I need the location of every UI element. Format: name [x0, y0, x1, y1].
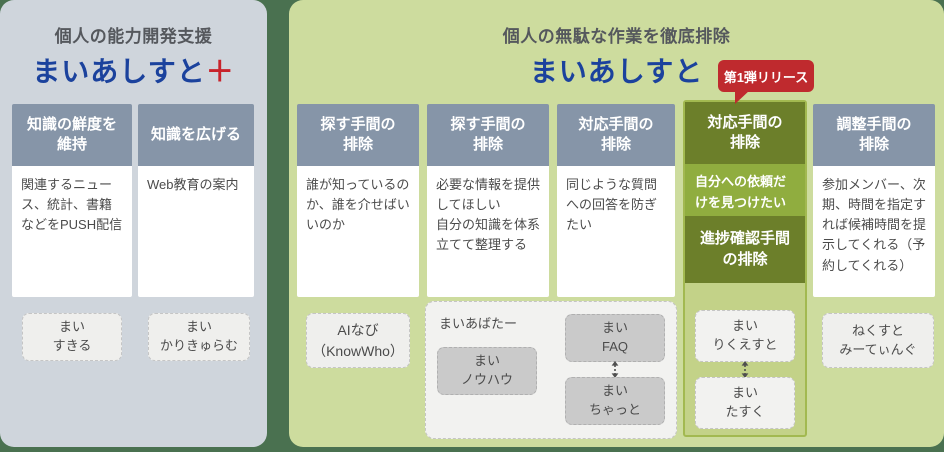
right-col3-header: 対応手間の 排除	[557, 104, 675, 166]
double-arrow-icon	[739, 361, 751, 378]
release-badge: 第1弾リリース	[718, 60, 814, 92]
product-chip-ainavi-knowwho: AIなび （KnowWho）	[306, 313, 410, 368]
product-chip-maifaq: まい FAQ	[565, 314, 665, 362]
right-col3-body: 同じような質問への回答を防ぎたい	[557, 166, 675, 297]
brand-text: まいあしすと	[32, 56, 206, 87]
left-col1-header: 知識の鮮度を 維持	[12, 104, 132, 166]
right-col2-body: 必要な情報を提供してほしい 自分の知識を体系立てて整理する	[427, 166, 549, 297]
left-panel-brand-title: まいあしすと＋	[0, 50, 267, 90]
left-col2-header: 知識を広げる	[138, 104, 254, 166]
product-chip-maiknowhow: まい ノウハウ	[437, 347, 537, 395]
brand-plus-mark: ＋	[205, 56, 235, 87]
product-chip-mairequest: まい りくえすと	[695, 310, 795, 362]
left-col2-body: Web教育の案内	[138, 166, 254, 297]
right-col4-highlight-band: 自分への依頼だけを見つけたい	[685, 164, 805, 216]
right-col5-header: 調整手間の 排除	[813, 104, 935, 166]
product-chip-maiskill: まい すきる	[22, 313, 122, 361]
right-col4-header: 対応手間の 排除	[685, 102, 805, 164]
right-col5-body: 参加メンバー、次期、時間を指定すれば候補時間を提示してくれる（予約してくれる）	[813, 166, 935, 297]
avatar-group-label: まいあばたー	[439, 316, 518, 331]
left-panel-subtitle: 個人の能力開発支援	[54, 27, 213, 46]
right-panel-subtitle: 個人の無駄な作業を徹底排除	[502, 27, 731, 46]
product-chip-maichat: まい ちゃっと	[565, 377, 665, 425]
product-chip-maitask: まい たすく	[695, 377, 795, 429]
product-chip-nextmeeting: ねくすと みーてぃんぐ	[822, 313, 934, 368]
right-col4-subheader-progress: 進捗確認手間 の排除	[685, 216, 805, 283]
double-arrow-icon	[609, 361, 621, 378]
right-panel-brand-title: まいあしすと	[529, 56, 704, 87]
right-col2-header: 探す手間の 排除	[427, 104, 549, 166]
left-col1-body: 関連するニュース、統計、書籍などをPUSH配信	[12, 166, 132, 297]
right-col1-header: 探す手間の 排除	[297, 104, 419, 166]
right-col1-body: 誰が知っているのか、誰を介せばいいのか	[297, 166, 419, 297]
release-badge-tail	[735, 90, 750, 104]
product-chip-maicurriculum: まい かりきゅらむ	[148, 313, 250, 361]
